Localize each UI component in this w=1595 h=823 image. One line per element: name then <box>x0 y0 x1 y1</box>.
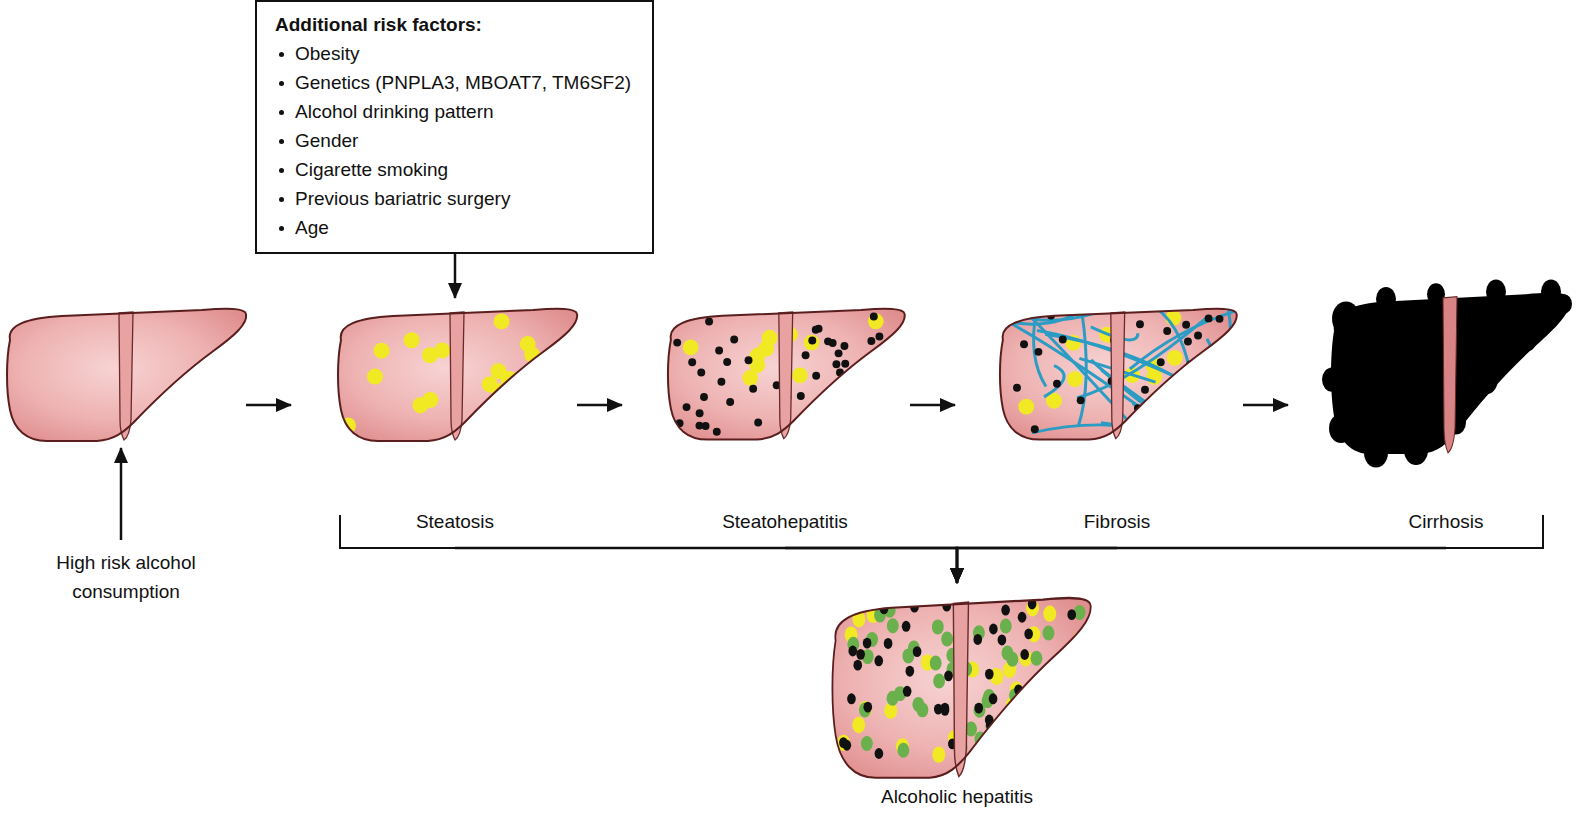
bullet-dot <box>279 52 284 57</box>
stage-liver: Cirrhosis <box>1288 298 1578 548</box>
bullet-dot <box>279 81 284 86</box>
bracket <box>340 515 1543 548</box>
liver-drawing <box>1322 280 1572 468</box>
bullet-dot <box>279 168 284 173</box>
risk-factor-item: Previous bariatric surgery <box>275 184 638 213</box>
stage-liver: Steatosis <box>333 298 577 548</box>
risk-factor-item: Obesity <box>275 39 638 68</box>
progression-arrow <box>910 404 955 407</box>
bullet-dot <box>279 110 284 115</box>
progression-arrow <box>1243 404 1288 407</box>
bullet-dot <box>279 197 284 202</box>
risk-factor-item: Age <box>275 213 638 242</box>
box-heading: Additional risk factors: <box>275 10 638 39</box>
risk-factor-item: Alcohol drinking pattern <box>275 97 638 126</box>
liver-drawing <box>338 309 577 441</box>
progression-arrow <box>577 404 622 407</box>
bullet-dot <box>279 226 284 231</box>
stage-caption: Steatohepatitis <box>722 510 848 534</box>
pointer-arrow <box>120 448 123 540</box>
bullet-dot <box>279 139 284 144</box>
progression-arrow <box>785 548 957 583</box>
stage-caption: Steatosis <box>416 510 494 534</box>
cause-label: High risk alcohol consumption <box>26 548 226 606</box>
risk-factor-box: Additional risk factors:ObesityGenetics … <box>255 0 654 254</box>
stage-caption: Cirrhosis <box>1409 510 1484 534</box>
risk-factor-item: Genetics (PNPLA3, MBOAT7, TM6SF2) <box>275 68 638 97</box>
liver-drawing <box>995 301 1236 442</box>
liver-drawing <box>832 598 1090 778</box>
risk-factor-item: Gender <box>275 126 638 155</box>
progression-arrow <box>455 548 957 583</box>
stage-liver: Steatohepatitis <box>622 298 910 548</box>
progression-arrow <box>957 548 1446 583</box>
risk-factor-item: Cigarette smoking <box>275 155 638 184</box>
liver-drawing <box>668 308 905 439</box>
progression-arrow <box>454 254 457 298</box>
outcome-liver: Alcoholic hepatitis <box>825 583 1090 818</box>
progression-arrow <box>246 404 291 407</box>
progression-arrow <box>957 548 1117 583</box>
stage-caption: Alcoholic hepatitis <box>881 785 1033 809</box>
liver-drawing <box>7 309 246 441</box>
stage-caption: Fibrosis <box>1084 510 1151 534</box>
stage-liver: Fibrosis <box>955 298 1243 548</box>
